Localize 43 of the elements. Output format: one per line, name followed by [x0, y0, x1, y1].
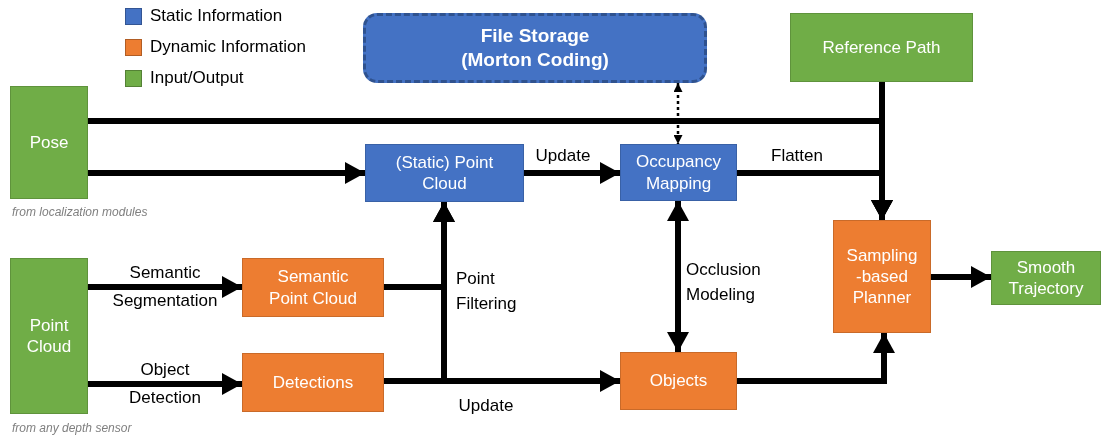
- process-box: [242, 353, 384, 412]
- legend-label: Input/Output: [150, 68, 244, 88]
- input-box: [10, 86, 88, 199]
- node-label: Semantic Point Cloud: [268, 266, 358, 309]
- edge-label: Update: [534, 146, 592, 166]
- arrow: [88, 276, 242, 298]
- node-label: Pose: [29, 131, 69, 154]
- node-label: (Static) Point Cloud: [394, 151, 495, 195]
- node-label: Objects: [649, 370, 708, 392]
- process-box: [365, 144, 524, 202]
- node-label: Smooth Trajectory: [1007, 256, 1085, 300]
- node-label: Point Cloud: [25, 314, 73, 358]
- process-box: [242, 258, 384, 317]
- arrow: [88, 373, 242, 395]
- node-label: Detections: [272, 371, 354, 394]
- source-note: from localization modules: [12, 205, 148, 219]
- output-box: [991, 251, 1101, 305]
- arrow: [737, 170, 893, 220]
- input-box: [790, 13, 973, 82]
- storage-box: [363, 13, 707, 83]
- process-box: [833, 220, 931, 333]
- process-box: [620, 144, 737, 201]
- node-label: File Storage (Morton Coding): [460, 24, 610, 72]
- edge-label: Point Filtering: [456, 268, 518, 315]
- edge-label: Semantic Segmentation: [111, 262, 219, 312]
- input-box: [10, 258, 88, 414]
- arrow: [88, 162, 365, 184]
- node-label: Reference Path: [822, 36, 941, 59]
- edge-label: Flatten: [770, 146, 824, 166]
- arrow: [673, 83, 683, 144]
- arrow: [524, 162, 620, 184]
- legend-label: Dynamic Information: [150, 37, 306, 57]
- source-note: from any depth sensor: [12, 421, 132, 435]
- edge-label: Occlusion Modeling: [686, 259, 762, 306]
- node-label: Occupancy Mapping: [634, 151, 722, 194]
- edge-label: Update: [457, 396, 515, 416]
- edge-label: Object Detection: [128, 359, 202, 409]
- legend-label: Static Information: [150, 6, 283, 26]
- node-label: Sampling -based Planner: [845, 244, 919, 309]
- arrow: [737, 333, 895, 384]
- arrow: [931, 266, 991, 288]
- arrow: [667, 201, 689, 352]
- process-box: [620, 352, 737, 410]
